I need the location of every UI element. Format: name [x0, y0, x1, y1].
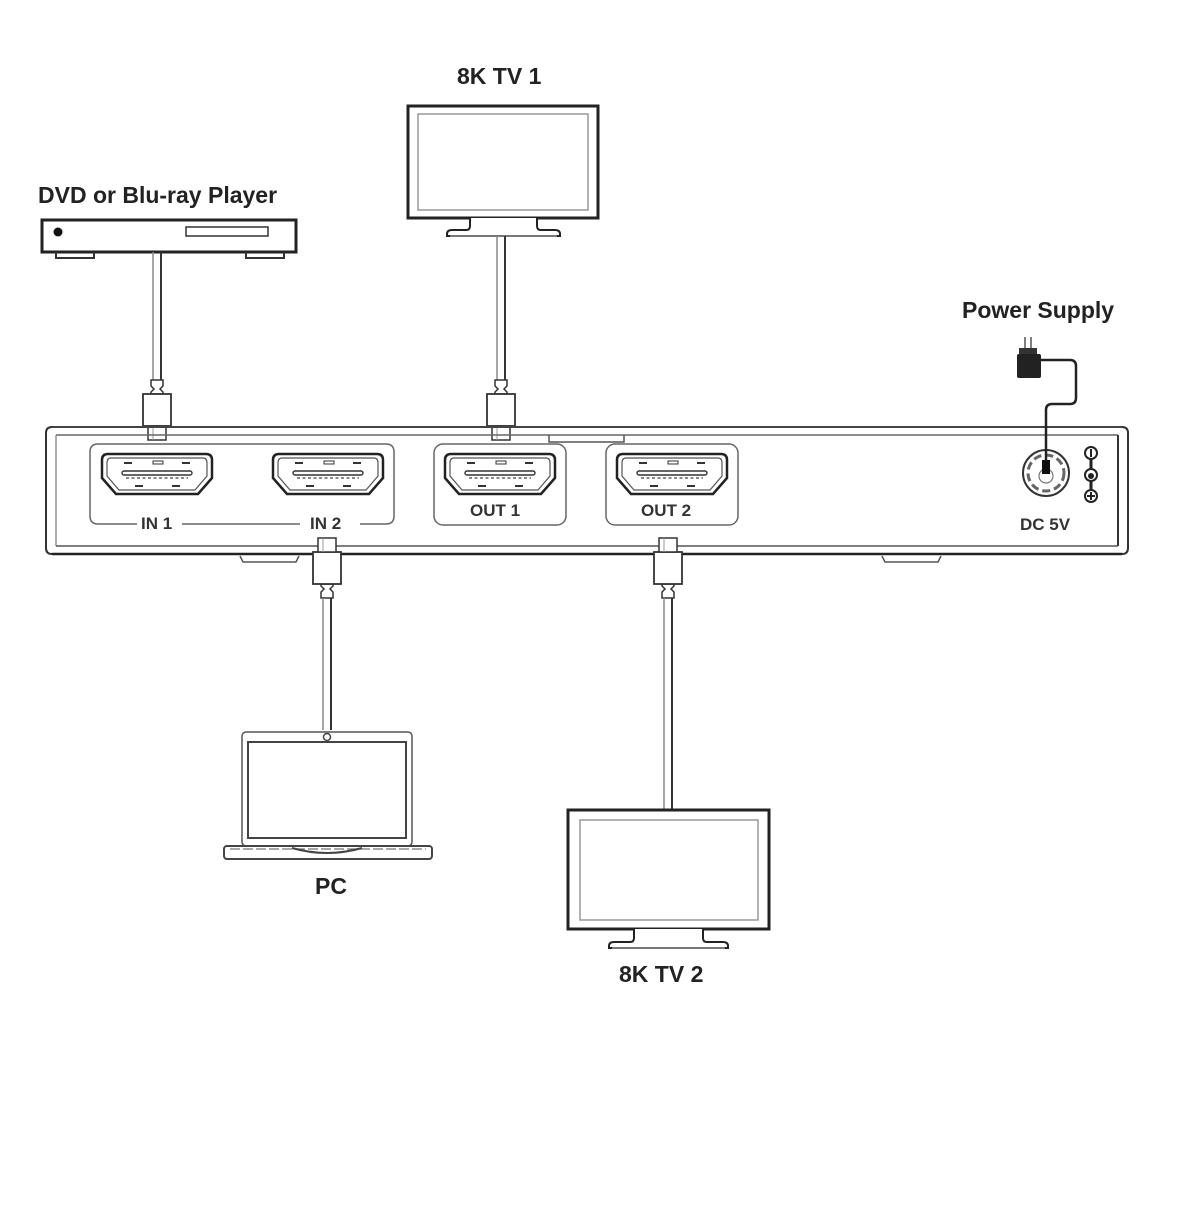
power-adapter-icon [1017, 337, 1078, 474]
tv-2-icon [566, 808, 771, 949]
label-tv-2: 8K TV 2 [619, 961, 704, 987]
cable-dvd-to-in1 [142, 252, 172, 441]
polarity-icon [1084, 446, 1098, 503]
port-in2 [271, 452, 385, 496]
tv-1-icon [406, 104, 600, 237]
output-1-bracket [433, 443, 567, 526]
label-port-in1: IN 1 [137, 514, 177, 534]
port-in1 [100, 452, 214, 496]
laptop-icon [223, 731, 433, 860]
port-out2 [615, 452, 729, 496]
label-dc-5v: DC 5V [1020, 515, 1071, 534]
label-power-supply: Power Supply [962, 297, 1115, 323]
label-port-out2: OUT 2 [637, 501, 696, 521]
label-port-out1: OUT 1 [466, 501, 525, 521]
dvd-player-icon [40, 218, 298, 259]
label-dvd-player: DVD or Blu-ray Player [38, 182, 278, 208]
cable-out1-to-tv1 [486, 236, 516, 441]
label-port-in2: IN 2 [306, 514, 346, 534]
output-2-bracket [605, 443, 739, 526]
label-tv-1: 8K TV 1 [457, 63, 542, 89]
port-out1 [443, 452, 557, 496]
cable-pc-to-in2 [312, 537, 342, 730]
hdmi-switch-body [45, 426, 1129, 563]
input-group-bracket [89, 443, 395, 525]
label-pc: PC [315, 873, 347, 899]
cable-out2-to-tv2 [653, 537, 683, 810]
